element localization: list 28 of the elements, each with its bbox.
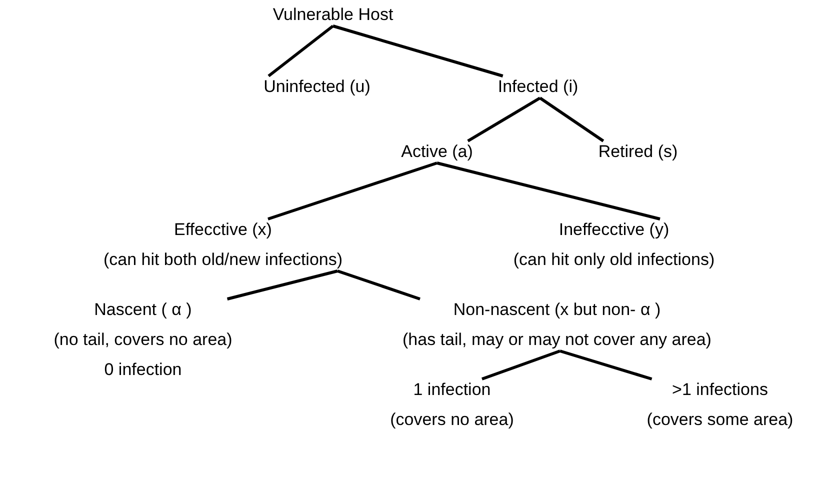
node-description: (has tail, may or may not cover any area) <box>402 330 712 350</box>
node-label: Infected (i) <box>498 77 578 97</box>
node-label: Non-nascent (x but non- α ) <box>452 300 662 320</box>
tree-branch-line <box>482 350 560 380</box>
node-label: Nascent ( α ) <box>93 300 193 320</box>
node-label: Effecctive (x) <box>173 220 273 240</box>
node-label: Ineffecctive (y) <box>558 220 670 240</box>
tree-branch-line <box>467 96 541 142</box>
tree-branch-line <box>226 270 338 300</box>
node-description: (can hit both old/new infections) <box>103 250 343 270</box>
node-label: Vulnerable Host <box>272 5 394 25</box>
node-description: 0 infection <box>103 360 183 380</box>
node-description: (covers some area) <box>646 410 794 430</box>
node-description: (no tail, covers no area) <box>54 330 232 350</box>
node-label: Active (a) <box>401 142 473 162</box>
tree-branch-line <box>268 162 438 220</box>
tree-branch-line <box>539 96 604 142</box>
node-label: Retired (s) <box>598 142 678 162</box>
node-description: (can hit only old infections) <box>513 250 715 270</box>
node-label: Uninfected (u) <box>264 77 370 97</box>
tree-branch-line <box>337 270 420 300</box>
tree-branch-line <box>560 350 652 380</box>
node-label: 1 infection <box>412 380 492 400</box>
tree-branch-line <box>332 24 504 78</box>
node-description: (covers no area) <box>390 410 514 430</box>
tree-branch-line <box>436 162 660 220</box>
node-label: >1 infections <box>671 380 769 400</box>
tree-branch-line <box>268 24 334 78</box>
